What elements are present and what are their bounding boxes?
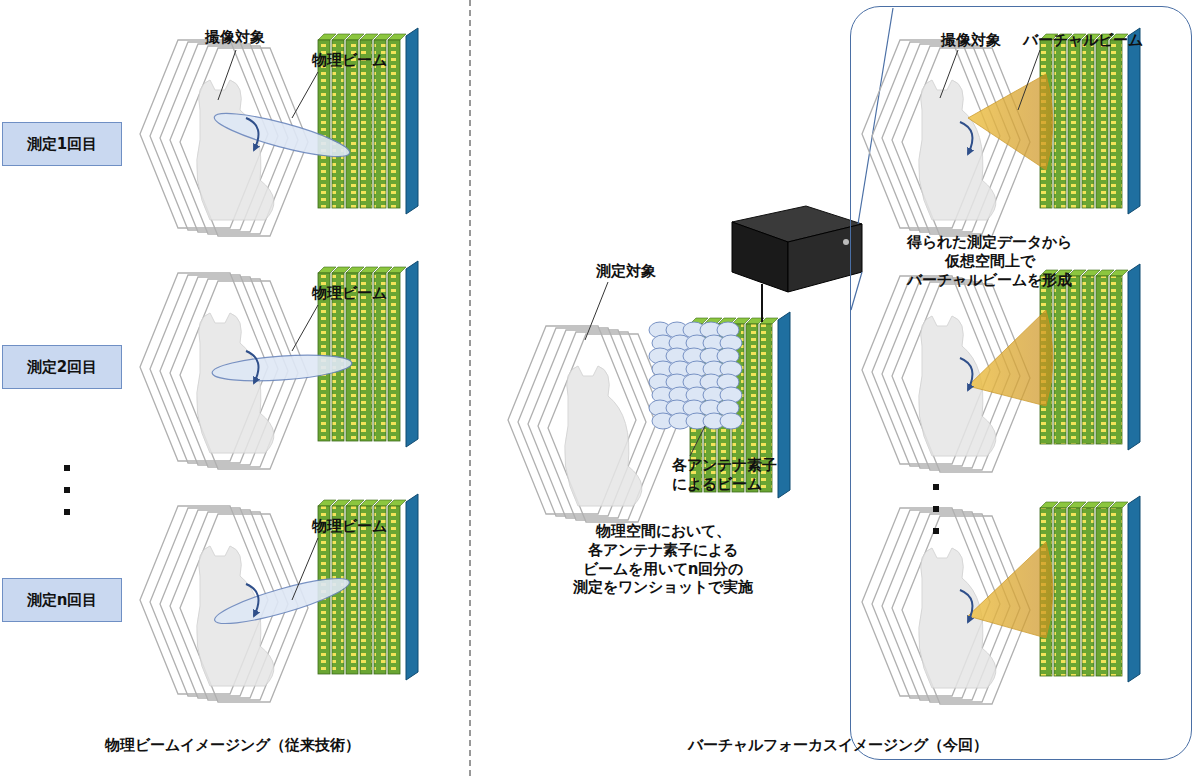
field-hexagon xyxy=(518,328,646,516)
antenna-plate xyxy=(406,494,418,680)
leader-line xyxy=(940,50,958,98)
antenna-column xyxy=(1110,276,1122,444)
pc-cable xyxy=(761,284,763,322)
antenna-column xyxy=(1110,508,1122,676)
virtual-beam xyxy=(968,74,1053,170)
step-label: 測定n回目 xyxy=(27,591,98,610)
antenna-column-top xyxy=(1110,270,1128,276)
antenna-column xyxy=(1096,40,1108,208)
antenna-column xyxy=(1096,508,1108,676)
callout-label: 物理ビーム xyxy=(312,517,387,536)
scan-arrow xyxy=(960,590,973,622)
virtual-beam xyxy=(968,310,1053,406)
field-hexagon xyxy=(538,332,666,520)
leader-line xyxy=(690,426,705,456)
callout-label: 各アンテナ素子 によるビーム xyxy=(672,456,794,494)
step-box: 測定2回目 xyxy=(2,345,122,389)
antenna-plate xyxy=(1128,496,1140,682)
target-object xyxy=(919,80,996,220)
field-hexagon xyxy=(150,42,278,230)
callout-label: 物理ビーム xyxy=(312,51,387,70)
note-text: 物理空間において、 各アンテナ素子による ビームを用いてn回分の 測定をワンショ… xyxy=(561,522,766,597)
antenna-column xyxy=(1082,276,1094,444)
field-hexagon xyxy=(150,508,278,696)
ellipsis-dot xyxy=(64,509,70,515)
field-hexagon xyxy=(150,275,278,463)
antenna-plate xyxy=(1128,28,1140,214)
antenna-column-top xyxy=(388,500,406,506)
target-object xyxy=(197,80,274,220)
leader-line xyxy=(292,305,318,351)
zoom-line xyxy=(851,272,862,310)
physical-beam xyxy=(211,351,352,385)
target-object xyxy=(565,366,642,506)
scan-arrow xyxy=(246,584,259,616)
scan-arrow xyxy=(960,358,973,390)
antenna-column xyxy=(1054,508,1066,676)
step-label: 測定1回目 xyxy=(27,135,97,154)
zoom-line xyxy=(858,8,893,224)
antenna-column xyxy=(1068,276,1080,444)
field-hexagon xyxy=(872,42,1000,230)
ellipsis-dot xyxy=(933,484,939,490)
antenna-column xyxy=(1054,276,1066,444)
step-label: 測定2回目 xyxy=(27,358,97,377)
antenna-column xyxy=(1110,40,1122,208)
antenna-column xyxy=(388,40,400,208)
field-hexagon xyxy=(872,278,1000,466)
antenna-plate xyxy=(406,28,418,214)
ellipsis-dot xyxy=(64,465,70,471)
leader-line xyxy=(292,72,318,118)
note-text: 得られた測定データから 仮想空間上で バーチャルビームを形成 xyxy=(897,233,1082,289)
step-box: 測定1回目 xyxy=(2,122,122,166)
leader-line xyxy=(1018,50,1040,110)
leader-line xyxy=(218,50,236,100)
callout-label: 測定対象 xyxy=(596,262,656,281)
scan-arrow xyxy=(246,118,259,150)
antenna-column xyxy=(1096,276,1108,444)
field-hexagon xyxy=(528,330,656,518)
virtual-space-region: 撮像対象 バーチャルビーム得られた測定データから 仮想空間上で バーチャルビームを… xyxy=(850,6,1192,760)
antenna-column xyxy=(1068,508,1080,676)
ellipsis-dot xyxy=(933,506,939,512)
pc-button xyxy=(843,239,849,245)
ellipsis-dot xyxy=(933,528,939,534)
divider-line xyxy=(469,0,471,776)
physical-beam xyxy=(211,570,352,632)
panel-caption: バーチャルフォーカスイメージング（今回） xyxy=(688,736,988,755)
antenna-column xyxy=(1082,40,1094,208)
callout-label: 撮像対象 xyxy=(941,31,1001,50)
antenna-column xyxy=(1054,40,1066,208)
field-hexagon xyxy=(882,44,1010,232)
antenna-column-top xyxy=(388,34,406,40)
element-beam xyxy=(720,413,742,429)
scan-arrow xyxy=(246,351,259,383)
antenna-column-top xyxy=(1110,502,1128,508)
panel-caption: 物理ビームイメージング（従来技術） xyxy=(105,736,360,755)
leader-line xyxy=(292,538,318,600)
antenna-column xyxy=(1068,40,1080,208)
antenna-column xyxy=(388,506,400,674)
target-object xyxy=(197,313,274,453)
pc-front xyxy=(732,222,788,292)
callout-label: バーチャルビーム xyxy=(1023,31,1143,50)
leader-line xyxy=(585,282,608,340)
callout-label: 撮像対象 xyxy=(205,28,265,47)
scan-arrow xyxy=(960,122,973,154)
virtual-beam xyxy=(968,542,1053,638)
antenna-plate xyxy=(778,312,790,498)
antenna-plate xyxy=(1128,264,1140,450)
ellipsis-dot xyxy=(64,487,70,493)
field-hexagon xyxy=(548,334,676,522)
physical-beam xyxy=(211,105,352,164)
antenna-column xyxy=(1082,508,1094,676)
step-box: 測定n回目 xyxy=(2,578,122,622)
callout-label: 物理ビーム xyxy=(312,284,387,303)
antenna-column-top xyxy=(388,267,406,273)
antenna-plate xyxy=(406,261,418,447)
antenna-column xyxy=(388,273,400,441)
